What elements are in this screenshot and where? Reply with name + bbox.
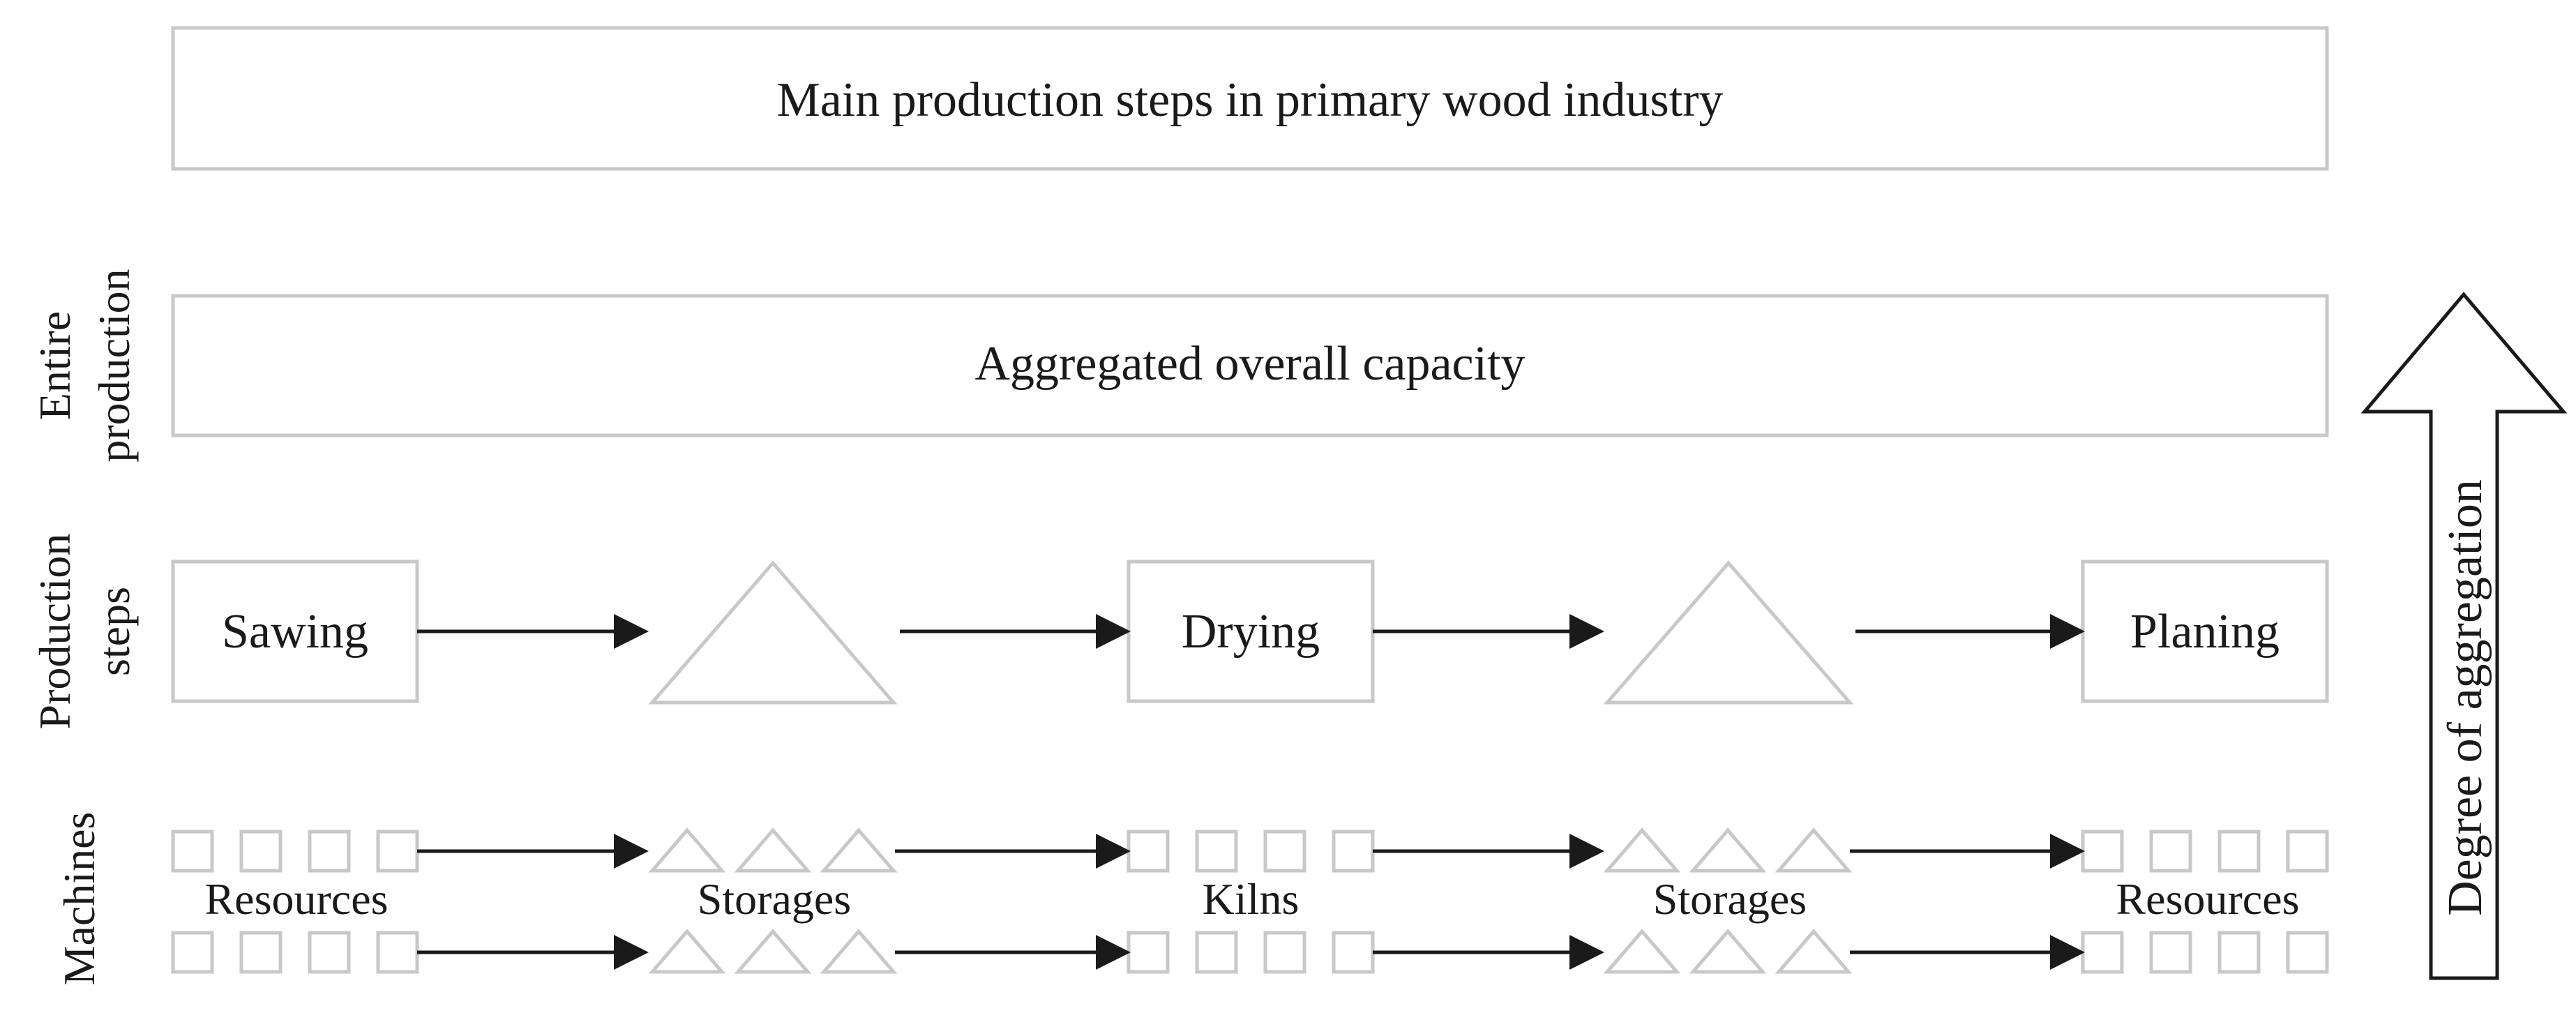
machine-square	[2217, 830, 2261, 873]
machine-square	[2149, 931, 2192, 974]
machine-square	[1332, 931, 1375, 974]
machine-square	[2149, 830, 2192, 873]
step-planing: Planing	[2081, 560, 2329, 703]
aggregation-arrow: Degree of aggregation	[2360, 292, 2568, 980]
machine-square	[1263, 830, 1306, 873]
machine-square	[2081, 830, 2124, 873]
machine-square	[2286, 931, 2329, 974]
storage-small-triangle	[1775, 929, 1853, 974]
machine-square	[1127, 931, 1170, 974]
row-label-entire-line2: production	[89, 269, 139, 462]
step-planing-label: Planing	[2130, 605, 2280, 659]
machine-square	[1263, 931, 1306, 974]
machine-group-label-storages-2: Storages	[1653, 874, 1807, 924]
machine-group-label-storages-1: Storages	[698, 874, 851, 924]
machine-square	[1195, 830, 1238, 873]
machine-square	[2081, 931, 2124, 974]
machine-group-label-resources-2: Resources	[2116, 874, 2299, 924]
aggregated-capacity-box: Aggregated overall capacity	[171, 294, 2329, 437]
title-box: Main production steps in primary wood in…	[171, 26, 2329, 171]
machine-square	[239, 830, 283, 873]
row-label-production-steps-line1: Production	[30, 534, 80, 730]
storage-small-triangle	[648, 929, 726, 974]
storage-small-triangle	[648, 827, 726, 873]
machine-square	[171, 931, 214, 974]
row-label-machines: Machines	[54, 812, 104, 986]
machine-square	[2217, 931, 2261, 974]
machine-square	[1195, 931, 1238, 974]
step-sawing-label: Sawing	[222, 605, 368, 659]
machine-square	[1332, 830, 1375, 873]
storage-small-triangle	[820, 827, 898, 873]
row-label-entire-line1: Entire	[30, 311, 80, 420]
storage-small-triangle	[1689, 827, 1767, 873]
storage-small-triangle	[734, 827, 812, 873]
machine-square	[308, 931, 351, 974]
machine-square	[171, 830, 214, 873]
machine-square	[239, 931, 283, 974]
storage-small-triangle	[1603, 827, 1681, 873]
row-label-production-steps-line2: steps	[89, 587, 139, 676]
step-drying-label: Drying	[1182, 605, 1320, 659]
storage-small-triangle	[1689, 929, 1767, 974]
aggregation-arrow-label: Degree of aggregation	[2439, 479, 2492, 916]
machine-group-label-resources-1: Resources	[204, 874, 388, 924]
machine-square	[376, 931, 419, 974]
machine-square	[376, 830, 419, 873]
storage-small-triangle	[1603, 929, 1681, 974]
storage-small-triangle	[734, 929, 812, 974]
diagram-title: Main production steps in primary wood in…	[776, 73, 1723, 127]
machine-square	[1127, 830, 1170, 873]
machine-group-label-kilns: Kilns	[1203, 874, 1300, 924]
storage-small-triangle	[820, 929, 898, 974]
step-sawing: Sawing	[171, 560, 419, 703]
machine-square	[308, 830, 351, 873]
storage-triangle-2	[1603, 560, 1854, 705]
storage-small-triangle	[1775, 827, 1853, 873]
machines-row	[171, 827, 2329, 974]
machine-square	[2286, 830, 2329, 873]
step-drying: Drying	[1127, 560, 1375, 703]
storage-triangle-1	[648, 560, 898, 705]
aggregated-capacity-label: Aggregated overall capacity	[974, 337, 1525, 391]
